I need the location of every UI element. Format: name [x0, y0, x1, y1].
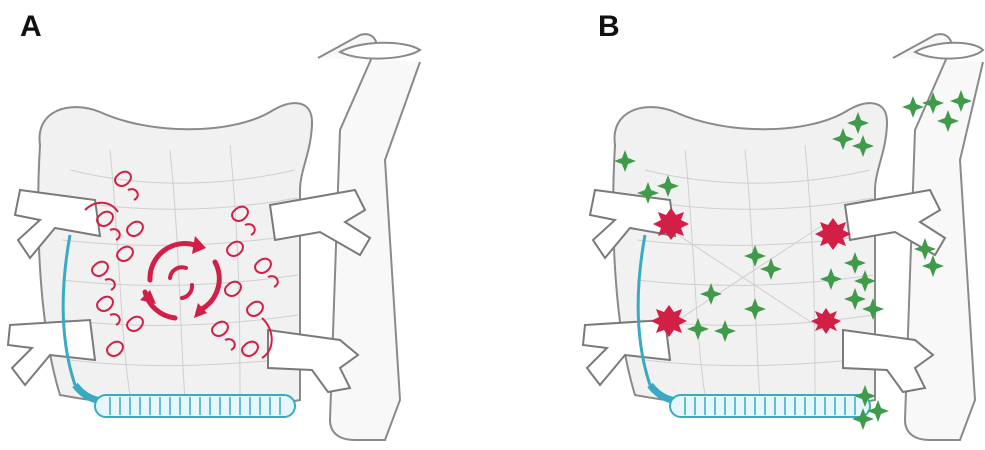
- panel-b: B: [493, 0, 985, 450]
- atrium-diagram-a: [0, 0, 492, 450]
- atrium-diagram-b: [493, 0, 985, 450]
- panel-a: A: [0, 0, 492, 450]
